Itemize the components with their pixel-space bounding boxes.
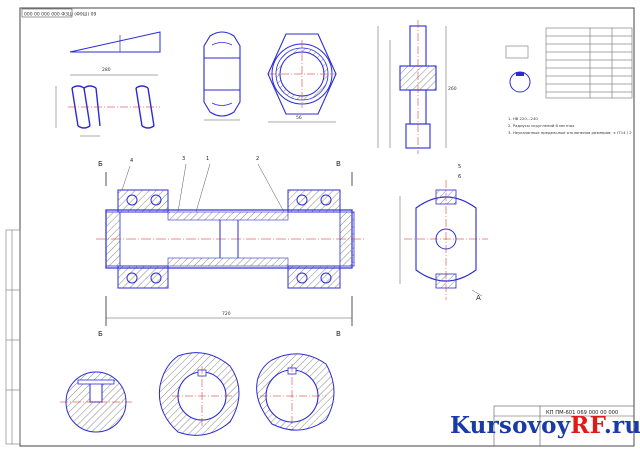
overall-length-dim: 720 <box>222 311 231 317</box>
nut-front-view: 56 <box>267 33 337 123</box>
gear-view: 260 <box>377 20 457 154</box>
spring-length-dim: 280 <box>102 67 111 73</box>
callout-2: 2 <box>256 156 259 162</box>
left-binding-strip <box>5 229 21 445</box>
note-1: 1. HB 220…240 <box>508 116 538 121</box>
technical-notes: 1. HB 220…240 2. Радиусы скруглений 6 мм… <box>508 116 632 135</box>
main-assembly: 720 <box>96 163 366 326</box>
section-detail-2 <box>158 352 240 436</box>
callout-6: 6 <box>458 174 461 180</box>
spring-view: 280 <box>55 31 161 137</box>
callout-1: 1 <box>206 156 209 162</box>
top-stamp-text: 000 00 000 000 Ф3Ш (Ф9Ш) 09 <box>24 12 97 18</box>
section-label-b-top: Б <box>98 160 103 168</box>
parameter-table <box>545 27 633 99</box>
title-block-code: КП ПМ-601 069 000 00 000 <box>546 410 618 416</box>
section-detail-1 <box>60 371 132 433</box>
gear-length-dim: 260 <box>448 86 457 92</box>
callout-3: 3 <box>182 156 185 162</box>
nut-width-dim: 56 <box>296 115 302 121</box>
callout-5: 5 <box>458 164 461 170</box>
watermark-logo: KursovoyRF.ru <box>450 412 640 439</box>
note-2: 2. Радиусы скруглений 6 мм max <box>508 123 575 128</box>
section-label-b-bottom: Б <box>98 330 103 338</box>
section-label-v-bottom: В <box>336 330 341 338</box>
callout-4: 4 <box>130 158 133 164</box>
view-label-a: А <box>476 294 481 302</box>
flange-side-view <box>399 180 488 300</box>
keyway-view <box>505 45 531 93</box>
sheet-frame <box>19 7 635 447</box>
note-3: 3. Неуказанные предельные отклонения раз… <box>508 130 632 135</box>
top-stamp: 000 00 000 000 Ф3Ш (Ф9Ш) 09 <box>21 8 97 18</box>
nut-side-view <box>203 31 241 121</box>
section-detail-3 <box>256 353 335 431</box>
title-block <box>493 405 635 447</box>
section-label-v-top: В <box>336 160 341 168</box>
